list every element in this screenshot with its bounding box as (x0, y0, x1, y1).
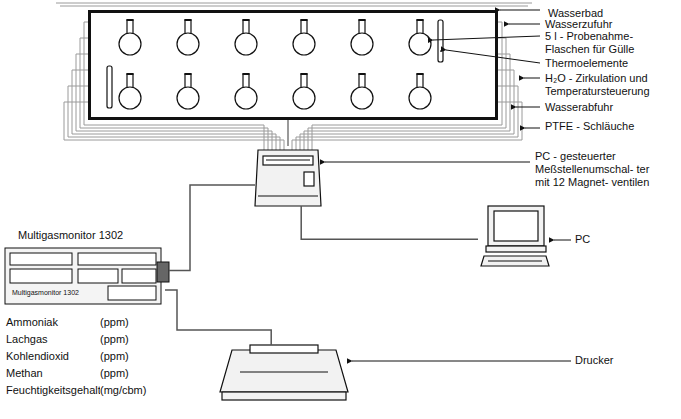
cable (169, 185, 255, 270)
pc-computer (481, 206, 549, 266)
switch-unit (255, 150, 321, 206)
callout-label: PC - gesteuerter Meßstellenumschal- ter … (535, 150, 657, 189)
gas-reading: Ammoniak (6, 316, 98, 329)
gas-reading: (ppm) (100, 316, 170, 329)
panel-label: Multigasmonitor 1302 (12, 288, 106, 297)
gas-reading: Feuchtigkeitsgehalt (6, 384, 98, 397)
gas-reading: (ppm) (100, 333, 170, 346)
printer: Drucker (220, 345, 348, 401)
callout-label: Multigasmonitor 1302 (18, 229, 178, 242)
printer (220, 345, 348, 400)
callout-label: PTFE - Schläuche (545, 120, 675, 133)
callout-label: Drucker (575, 354, 675, 367)
ptfe-tubes (56, 3, 532, 150)
pc-computer: PC (478, 204, 550, 268)
callout-label: Wasserabfuhr (545, 101, 675, 114)
cable (301, 206, 478, 239)
sample-flasks (119, 19, 431, 109)
gas-reading: Methan (6, 367, 98, 380)
cable (165, 290, 271, 345)
gas-reading: (ppm) (100, 350, 170, 363)
switch-unit: PC - gesteuerter Meßstellenumschal- ter … (255, 146, 321, 206)
thermo-elements (107, 20, 443, 108)
water-bath: Wasserbad (88, 10, 498, 120)
callout-label: H₂O - Zirkulation und Temperatursteuerun… (545, 72, 670, 98)
gas-reading: Kohlendioxid (6, 350, 98, 363)
gas-reading: Lachgas (6, 333, 98, 346)
callout-label: PC (575, 233, 635, 246)
gas-monitor (5, 248, 169, 304)
callout-label: Thermoelemente (545, 57, 675, 70)
tube-bundle (287, 120, 289, 146)
callout-label: 5 l - Probenahme- Flaschen für Gülle (545, 30, 665, 56)
gas-reading: (ppm) (100, 367, 170, 380)
gas-reading: (mg/cbm) (100, 384, 170, 397)
